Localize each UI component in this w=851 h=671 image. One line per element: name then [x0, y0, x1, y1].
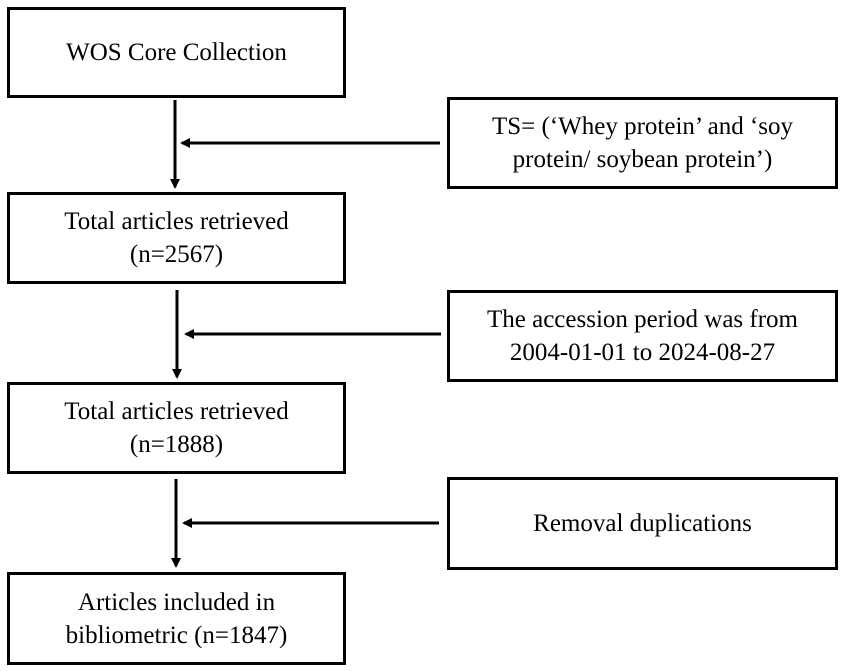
total-articles-1888-box: Total articles retrieved (n=1888): [7, 382, 346, 474]
box-text-line: 2004-01-01 to 2024-08-27: [509, 339, 776, 366]
box-text-line: Total articles retrieved: [64, 208, 289, 235]
box-text-line: TS= (‘Whey protein’ and ‘soy: [491, 113, 794, 140]
box-text-line: Total articles retrieved: [64, 398, 289, 425]
box-text-line: WOS Core Collection: [66, 39, 287, 66]
wos-core-collection-box: WOS Core Collection: [7, 7, 346, 98]
box-text-line: The accession period was from: [487, 306, 798, 333]
search-query-box: TS= (‘Whey protein’ and ‘soy protein/ so…: [447, 97, 838, 189]
box-text-line: bibliometric (n=1847): [65, 621, 288, 649]
box-text-line: Removal duplications: [533, 510, 752, 537]
total-articles-2567-box: Total articles retrieved (n=2567): [7, 192, 346, 284]
articles-included-box: Articles included in bibliometric (n=184…: [7, 572, 346, 665]
box-text-line: Articles included in: [77, 588, 276, 616]
removal-duplications-box: Removal duplications: [447, 477, 838, 570]
box-text-line: (n=1888): [129, 431, 224, 458]
box-text-line: protein/ soybean protein’): [512, 146, 773, 173]
box-text-line: (n=2567): [129, 241, 224, 268]
accession-period-box: The accession period was from 2004-01-01…: [447, 290, 838, 382]
